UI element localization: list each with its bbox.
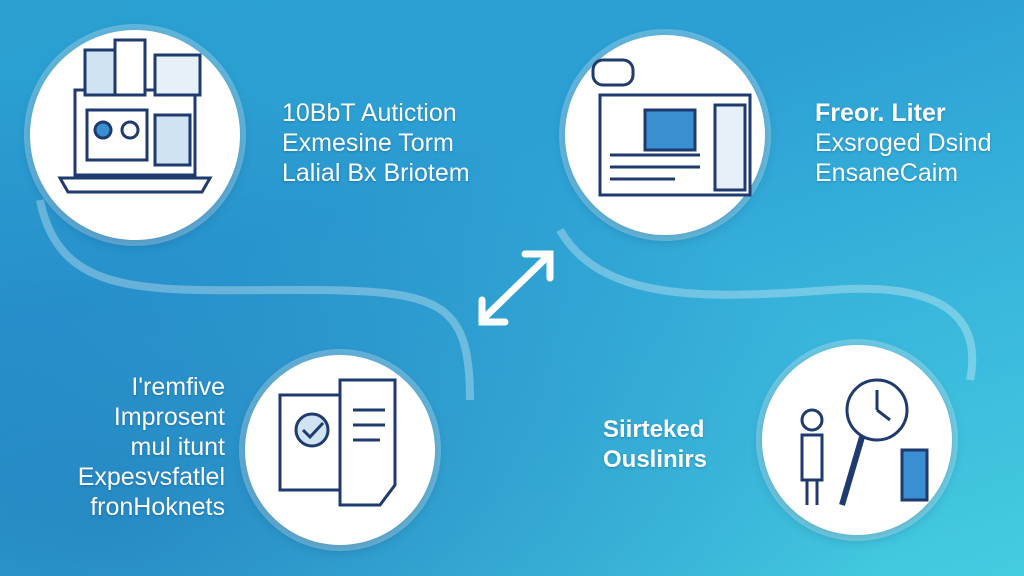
step-4-text: Siirteked Ouslinirs	[603, 415, 707, 475]
document-panel-icon	[591, 58, 752, 197]
text-line: Expesvsfatlel	[77, 463, 225, 491]
text-line: Improsent	[113, 403, 225, 431]
step-2-text: Freor. Liter Exsroged Dsind EnsaneCaim	[815, 98, 991, 188]
text-line: Siirteked	[603, 416, 705, 443]
text-line: Freor. Liter	[815, 99, 946, 127]
step-1-circle	[30, 30, 240, 240]
step-2-circle	[565, 35, 765, 235]
step-4-circle	[762, 345, 952, 535]
step-1-text: 10BbT Autiction Exmesine Torm Lalial Bx …	[282, 98, 470, 188]
step-3-circle	[245, 355, 435, 545]
text-line: Exsroged Dsind	[815, 129, 992, 157]
text-line: I'remfive	[131, 373, 225, 401]
text-line: fronHoknets	[90, 493, 225, 521]
checked-document-icon	[278, 378, 397, 507]
text-line: 10BbT Autiction	[282, 99, 457, 127]
laptop-dashboard-icon	[57, 38, 213, 194]
text-line: Exmesine Torm	[282, 129, 454, 157]
double-arrow-icon	[478, 250, 554, 326]
text-line: EnsaneCaim	[815, 159, 959, 187]
person-magnifier-icon	[800, 378, 929, 506]
text-line: mul itunt	[130, 433, 225, 461]
text-line: Ouslinirs	[603, 446, 708, 473]
step-3-text: I'remfive Improsent mul itunt Expesvsfat…	[60, 372, 225, 522]
text-line: Lalial Bx Briotem	[282, 159, 470, 187]
